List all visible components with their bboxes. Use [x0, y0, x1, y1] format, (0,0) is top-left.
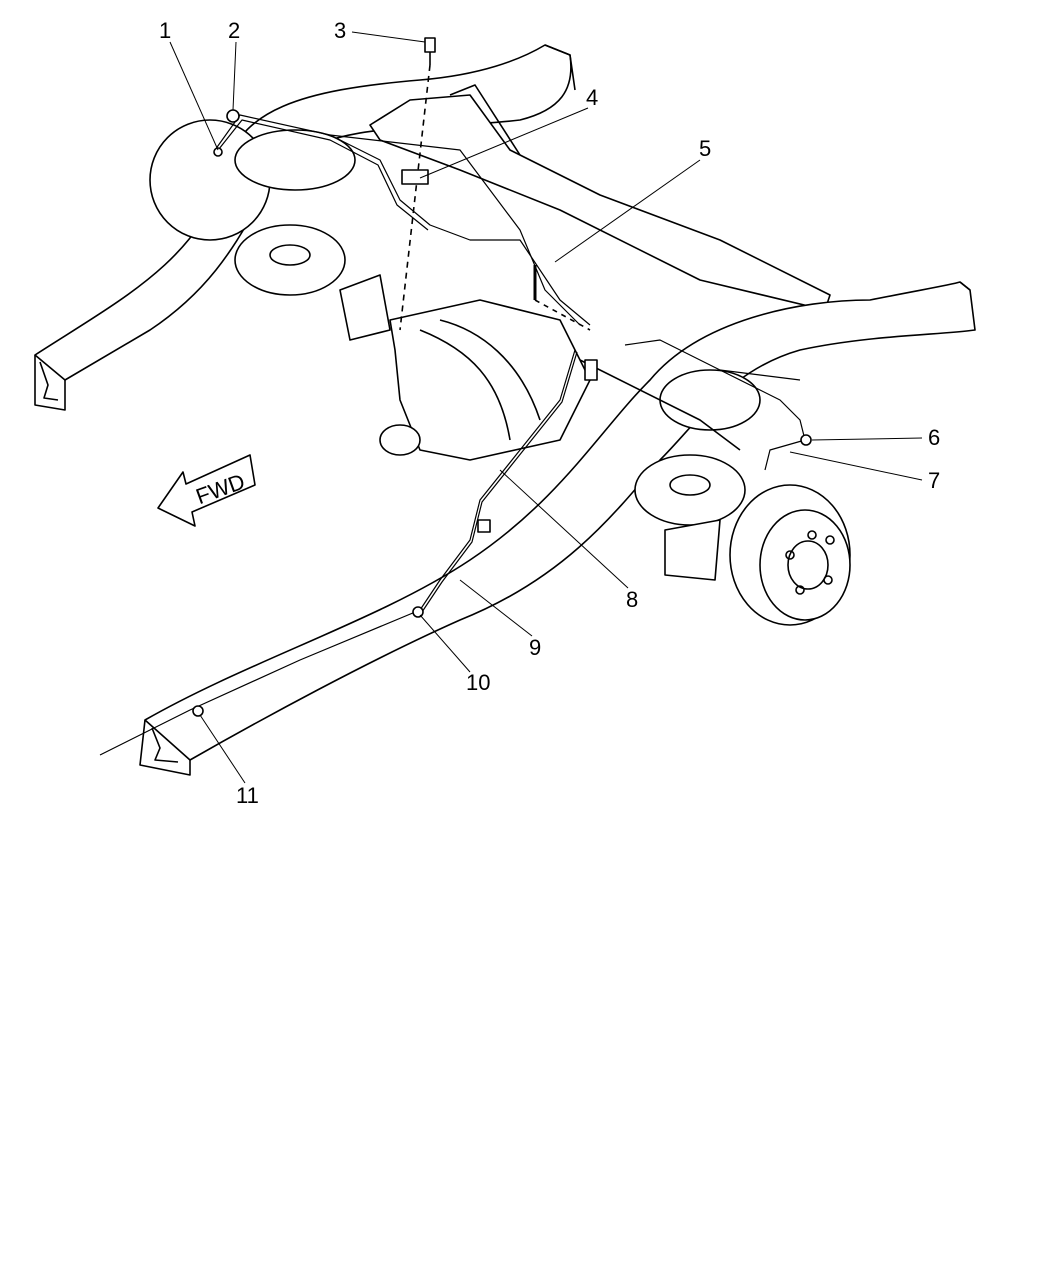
callout-5: 5: [699, 136, 712, 161]
axle-differential: [339, 274, 741, 461]
callout-1: 1: [159, 18, 172, 43]
callout-3: 3: [334, 18, 347, 43]
coil-springs: [149, 119, 761, 526]
callout-10: 10: [466, 670, 491, 695]
callout-6: 6: [928, 425, 941, 450]
callout-9: 9: [529, 635, 542, 660]
callout-2: 2: [228, 18, 241, 43]
fwd-label: FWD: [192, 469, 248, 510]
callout-7: 7: [928, 468, 941, 493]
brake-drum: [664, 484, 851, 626]
brake-lines: [99, 114, 806, 756]
leader-lines: [169, 31, 923, 784]
crossmember: [369, 84, 831, 311]
right-frame-rail: [139, 281, 976, 776]
callout-4: 4: [586, 85, 599, 110]
forward-arrow-icon: FWD: [157, 454, 256, 527]
callout-8: 8: [626, 587, 639, 612]
callout-11: 11: [236, 783, 259, 808]
fasteners: [192, 37, 812, 717]
